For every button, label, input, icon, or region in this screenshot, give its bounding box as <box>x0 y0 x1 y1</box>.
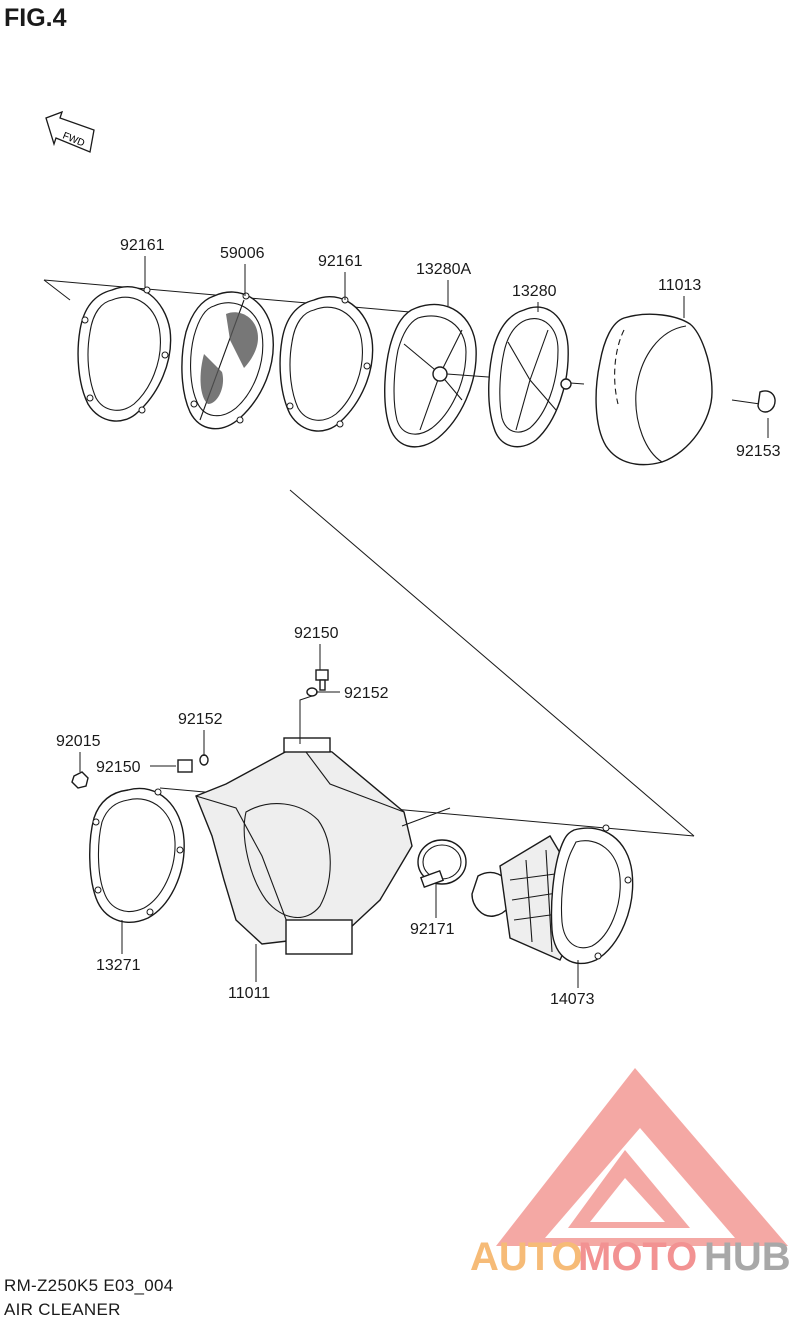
bolt-92150-top <box>315 669 329 691</box>
hose-clamp-92171 <box>417 839 467 889</box>
automotohub-logo: AUTO MOTO HUB <box>470 1068 791 1279</box>
label-13271: 13271 <box>96 957 141 974</box>
gasket-92161-inner <box>279 295 374 432</box>
fwd-arrow-icon: FWD <box>45 110 95 153</box>
reed-screen-59006 <box>181 291 274 430</box>
label-92161-outer: 92161 <box>120 237 165 254</box>
label-14073: 14073 <box>550 991 595 1008</box>
leader-lines <box>79 256 769 988</box>
wing-bolt-92153 <box>731 390 776 413</box>
washer-92152-side <box>199 754 209 766</box>
intake-duct-14073 <box>471 824 634 965</box>
label-92150-side: 92150 <box>96 759 141 776</box>
label-92015: 92015 <box>56 733 101 750</box>
logo-text-moto: MOTO <box>578 1235 697 1279</box>
washer-92152-top <box>306 687 318 697</box>
gasket-92161-outer <box>77 285 172 422</box>
label-11011: 11011 <box>228 985 270 1002</box>
section-name-caption: AIR CLEANER <box>4 1300 121 1319</box>
filter-cage-13280A <box>384 303 585 448</box>
logo-text-auto: AUTO <box>470 1235 583 1279</box>
label-92161-inner: 92161 <box>318 253 363 270</box>
part-labels: 92161 59006 92161 13280A 13280 11013 921… <box>56 237 781 1008</box>
nut-92015 <box>71 771 89 789</box>
label-13280A: 13280A <box>416 261 471 278</box>
label-13280: 13280 <box>512 283 557 300</box>
model-code-caption: RM-Z250K5 E03_004 <box>4 1276 174 1295</box>
seal-gasket-13271 <box>89 787 185 923</box>
logo-text-hub: HUB <box>704 1235 791 1279</box>
air-filter-element-11013 <box>595 313 713 466</box>
bolt-92150-side <box>177 759 193 773</box>
label-92171: 92171 <box>410 921 455 938</box>
label-59006: 59006 <box>220 245 265 262</box>
label-92150-top: 92150 <box>294 625 339 642</box>
label-92152-side: 92152 <box>178 711 223 728</box>
label-11013: 11013 <box>658 277 701 294</box>
label-92153: 92153 <box>736 443 781 460</box>
figure-title: FIG.4 <box>4 4 67 32</box>
air-box-11011 <box>195 737 451 955</box>
filter-cage-13280 <box>488 306 572 448</box>
label-92152-top: 92152 <box>344 685 389 702</box>
